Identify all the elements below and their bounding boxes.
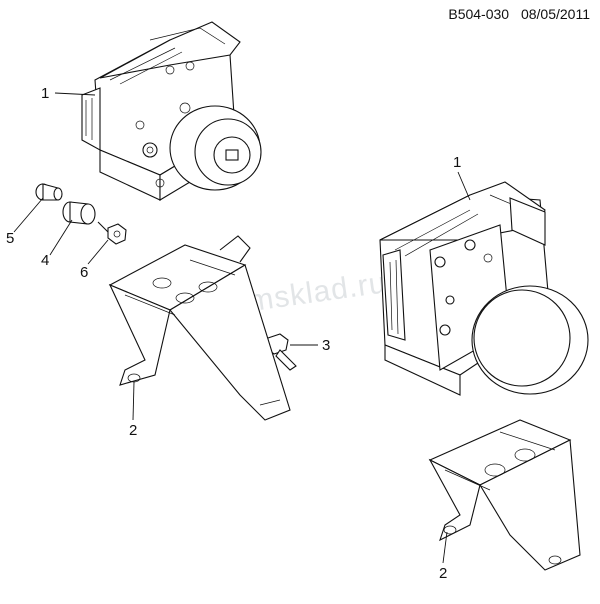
callout-1-upper: 1 [41,85,96,102]
diagram-date: 08/05/2011 [520,6,590,22]
bracket-left [108,235,291,421]
bracket-right [428,419,581,571]
abs-unit-right [379,181,589,396]
diagram-code: B504-030 [448,6,510,22]
callout-label: 6 [80,264,88,281]
callout-label: 2 [129,422,137,439]
bushing-4 [62,201,96,225]
bolt-5 [35,183,63,201]
callout-label: 3 [322,337,330,354]
callout-label: 4 [41,252,49,269]
callout-label: 5 [6,230,14,247]
callout-label: 1 [41,85,49,102]
callout-1-right: 1 [453,154,471,201]
diagram-header: B504-030 08/05/2011 [440,6,590,22]
callout-6: 6 [80,239,109,281]
callout-2-right: 2 [439,531,448,582]
callout-5: 5 [6,197,44,247]
callout-label: 2 [439,565,447,582]
callout-2-left: 2 [129,381,137,439]
nut-6 [97,221,127,245]
abs-unit-upper [81,21,262,201]
callout-4: 4 [41,219,73,269]
callout-3: 3 [290,337,330,354]
callout-label: 1 [453,154,461,171]
